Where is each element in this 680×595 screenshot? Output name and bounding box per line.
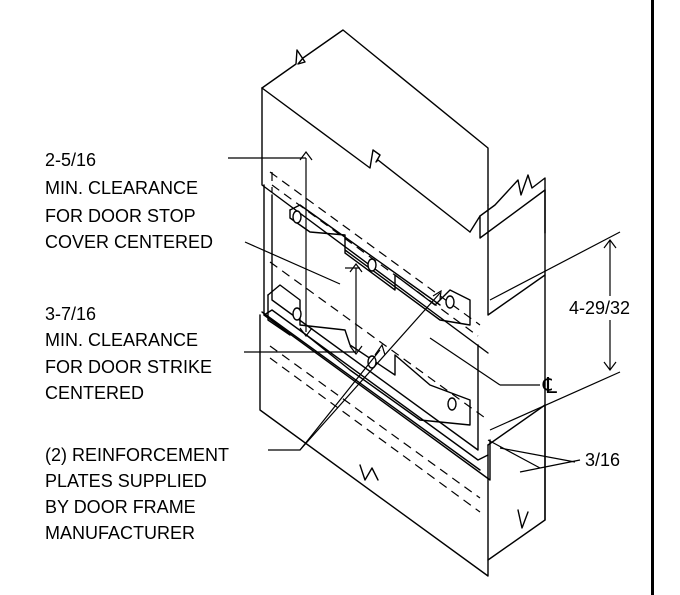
stop-clearance-line-2: FOR DOOR STOP	[45, 206, 196, 226]
stop-clearance-dimension: 2-5/16	[45, 150, 97, 170]
bottom-right	[487, 404, 546, 561]
reinforcement-line-3: BY DOOR FRAME	[45, 497, 196, 517]
strike-clearance-line-1: MIN. CLEARANCE	[45, 330, 199, 350]
top-flange	[261, 29, 489, 206]
right-break-mark	[479, 174, 546, 234]
lip-inner	[261, 311, 481, 471]
centerline-symbol: ℄	[542, 373, 558, 398]
strike-clearance-dimension: 3-7/16	[45, 304, 97, 324]
bottom-break	[359, 464, 379, 481]
height-dimension-label: 4-29/32	[569, 296, 631, 320]
reinforcement-line-4: MANUFACTURER	[45, 523, 196, 543]
upper-plate-lower	[289, 204, 441, 306]
strike-clearance-line-2: FOR DOOR STRIKE	[45, 357, 213, 377]
upper-plate	[289, 209, 471, 326]
lower-plate-tab	[267, 294, 291, 336]
bottom-right-break	[517, 509, 529, 529]
frame-border-line	[651, 0, 654, 595]
strike-clearance-line-3: CENTERED	[45, 383, 145, 403]
reinforcement-line-2: PLATES SUPPLIED	[45, 471, 207, 491]
bottom-face	[259, 314, 489, 577]
thickness-dimension-label: 3/16	[585, 450, 621, 470]
stop-clearance-line-1: MIN. CLEARANCE	[45, 178, 199, 198]
top-flange-front	[261, 87, 489, 354]
main-face	[263, 184, 491, 481]
inner-recess	[271, 194, 479, 451]
flange-inner-edge	[261, 87, 471, 233]
reinforcement-line-1: (2) REINFORCEMENT	[45, 445, 229, 465]
main-face-side	[487, 204, 546, 316]
right-face-top	[469, 189, 546, 239]
lower-plate	[267, 284, 471, 426]
stop-clearance-line-3: COVER CENTERED	[45, 232, 214, 252]
